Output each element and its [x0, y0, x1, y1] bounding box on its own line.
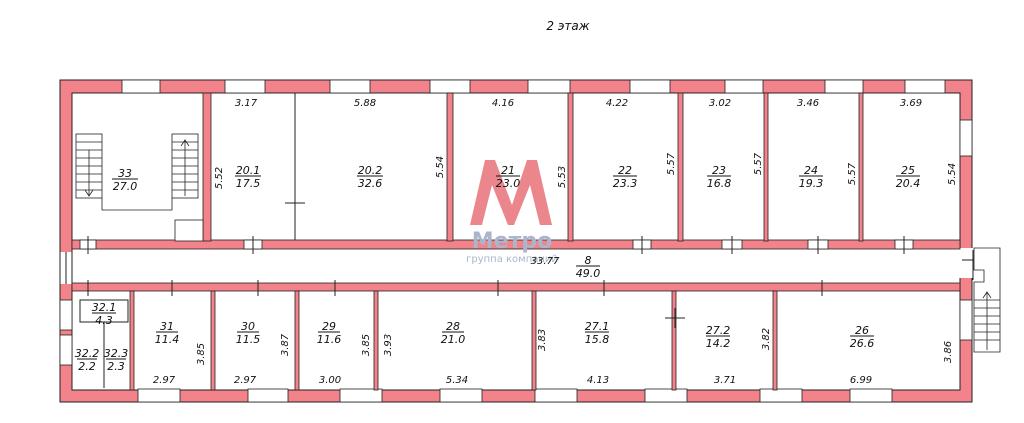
room-number: 24: [804, 164, 818, 177]
room-area: 11.4: [155, 333, 180, 346]
watermark-logo: Метро группа компаний: [466, 160, 558, 265]
watermark-brand: Метро: [472, 229, 552, 254]
room-area: 15.8: [585, 333, 610, 346]
dimension-label: 5.34: [446, 375, 468, 386]
floor-title: 2 этаж: [546, 19, 589, 33]
room-number: 32.3: [104, 347, 129, 360]
door-ticks: [87, 202, 984, 328]
dimension-label: 5.53: [557, 166, 568, 188]
dimension-label: 4.16: [492, 98, 514, 109]
room-number: 25: [901, 164, 915, 177]
room-number: 33: [118, 167, 132, 180]
thin-partitions: [79, 93, 296, 388]
dimension-label: 5.57: [666, 152, 677, 175]
room-number: 26: [855, 324, 869, 337]
room-area: 49.0: [576, 267, 601, 280]
room-labels: 33 27.0 20.1 17.5 20.2 32.6 21 23.0 22 2…: [75, 164, 921, 373]
stairs-room-33: [75, 133, 199, 211]
room-number: 27.1: [585, 320, 610, 333]
room-area: 19.3: [799, 177, 824, 190]
room-area: 23.0: [496, 177, 521, 190]
room-area: 2.3: [107, 360, 125, 373]
dimension-label: 3.71: [714, 375, 736, 386]
dimension-label: 3.85: [196, 343, 207, 365]
room-area: 4.3: [95, 314, 113, 327]
room-area: 27.0: [113, 180, 138, 193]
dimension-label: 3.87: [280, 333, 291, 356]
dimension-label: 5.57: [847, 162, 858, 185]
room-area: 11.5: [236, 333, 261, 346]
dimension-labels: 3.17 5.88 4.16 4.22 3.02 3.46 3.69 5.52 …: [153, 98, 958, 386]
room-area: 14.2: [706, 337, 731, 350]
dimension-label: 5.54: [947, 163, 958, 185]
dimension-label: 3.46: [797, 98, 819, 109]
stairs-east: [973, 247, 1001, 353]
room-number: 32.2: [75, 347, 100, 360]
room-number: 21: [501, 164, 515, 177]
watermark-subtitle: группа компаний: [466, 254, 558, 265]
room-area: 11.6: [317, 333, 342, 346]
dimension-label: 3.83: [537, 329, 548, 351]
dimension-label: 3.82: [761, 328, 772, 350]
room-area: 23.3: [613, 177, 638, 190]
room-number: 20.1: [236, 164, 261, 177]
dimension-label: 5.88: [354, 98, 376, 109]
room-number: 32.1: [92, 301, 117, 314]
room-number: 28: [446, 320, 460, 333]
room-number: 30: [241, 320, 255, 333]
room-number: 27.2: [706, 324, 731, 337]
dimension-label: 3.86: [943, 341, 954, 363]
dimension-label: 5.54: [435, 156, 446, 178]
dimension-label: 3.93: [383, 334, 394, 356]
room-number: 23: [712, 164, 726, 177]
dimension-label: 5.52: [214, 167, 225, 189]
room-area: 20.4: [896, 177, 921, 190]
room-area: 21.0: [441, 333, 466, 346]
room-number: 8: [585, 254, 592, 267]
windows: [59, 79, 973, 403]
dimension-label: 4.22: [606, 98, 628, 109]
room-number: 22: [618, 164, 632, 177]
dimension-label: 6.99: [850, 375, 872, 386]
room-area: 17.5: [236, 177, 261, 190]
room-area: 2.2: [78, 360, 96, 373]
dimension-label: 4.13: [587, 375, 609, 386]
room-area: 16.8: [707, 177, 732, 190]
room-area: 32.6: [358, 177, 383, 190]
interior-walls: [71, 92, 961, 391]
room-number: 31: [160, 320, 174, 333]
room-number: 29: [322, 320, 336, 333]
dimension-label: 2.97: [153, 375, 176, 386]
room-area: 26.6: [850, 337, 875, 350]
dimension-label: 33.77: [531, 256, 560, 267]
dimension-label: 3.00: [319, 375, 341, 386]
dimension-label: 3.17: [235, 98, 258, 109]
dimension-label: 5.57: [753, 152, 764, 175]
dimension-label: 3.02: [709, 98, 731, 109]
dimension-label: 2.97: [234, 375, 257, 386]
dimension-label: 3.69: [900, 98, 922, 109]
dimension-label: 3.85: [361, 334, 372, 356]
room-number: 20.2: [358, 164, 383, 177]
